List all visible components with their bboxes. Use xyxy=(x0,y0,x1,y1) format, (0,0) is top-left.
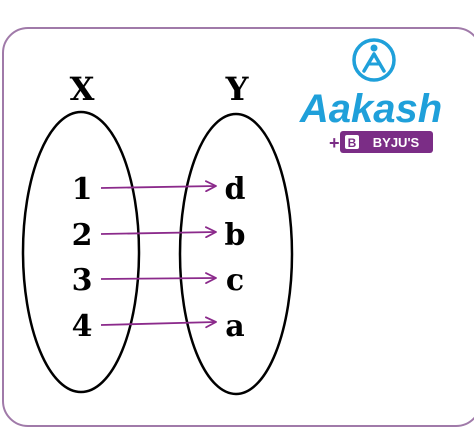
svg-text:B: B xyxy=(348,136,357,150)
mapping-arrow-2-to-b xyxy=(100,226,217,239)
mapping-arrow-3-to-c xyxy=(100,272,217,284)
diagram-canvas: X Y 1 2 3 4 d b c a Aakash + xyxy=(2,27,474,427)
byjus-wordmark: BYJU'S xyxy=(373,135,420,150)
mapping-arrow-1-to-d xyxy=(100,180,217,193)
codomain-element-c: c xyxy=(226,263,244,298)
codomain-element-d: d xyxy=(225,172,246,207)
domain-element-1: 1 xyxy=(72,172,93,207)
plus-sign: + xyxy=(329,133,340,153)
aakash-emblem-icon xyxy=(352,38,396,82)
domain-element-4: 4 xyxy=(72,309,93,344)
set-y-oval xyxy=(178,112,294,396)
set-x-oval xyxy=(21,110,141,394)
domain-element-2: 2 xyxy=(72,218,93,253)
aakash-byjus-logo: Aakash + B BYJU'S xyxy=(299,38,442,153)
set-y-label: Y xyxy=(225,70,250,108)
aakash-wordmark: Aakash xyxy=(299,87,442,131)
codomain-element-a: a xyxy=(225,309,244,344)
domain-element-3: 3 xyxy=(72,263,93,298)
mapping-diagram: X Y 1 2 3 4 d b c a Aakash + xyxy=(21,38,442,396)
set-x-label: X xyxy=(70,70,95,108)
codomain-element-b: b xyxy=(225,218,246,253)
mapping-arrow-4-to-a xyxy=(100,316,217,329)
byjus-b-icon xyxy=(345,135,359,149)
byjus-badge xyxy=(340,131,433,153)
